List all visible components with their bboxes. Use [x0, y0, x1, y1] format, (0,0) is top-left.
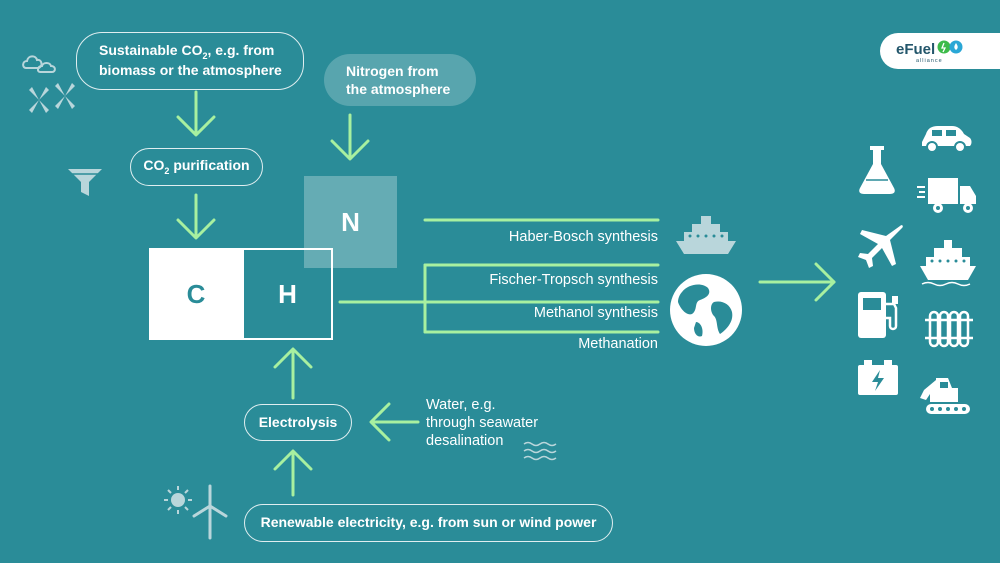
- globe-icon: [670, 274, 742, 346]
- electrolysis-label: Electrolysis: [258, 413, 338, 430]
- wind-turbine-icon: [192, 484, 228, 540]
- battery-icon: [858, 360, 898, 395]
- methanation-label: Methanation: [578, 336, 658, 352]
- co2-source-text-post: , e.g. from: [207, 42, 275, 59]
- water-text: Water, e.g. through seawater desalinatio…: [426, 396, 538, 450]
- radiator-icon: [925, 310, 973, 348]
- ship-icon: [676, 216, 736, 254]
- water-text-line1: Water, e.g.: [426, 397, 496, 413]
- methanol-label: Methanol synthesis: [533, 305, 658, 321]
- excavator-icon: [920, 378, 970, 414]
- truck-icon: [917, 178, 976, 213]
- co2-source-subscript: 2: [202, 51, 208, 62]
- nitrogen-text-line2: the atmosphere: [346, 81, 451, 97]
- haber-bosch-label: Haber-Bosch synthesis: [508, 229, 658, 245]
- logo-sub: alliance: [916, 58, 943, 64]
- fischer-tropsch-label: Fischer-Tropsch synthesis: [489, 272, 658, 288]
- fuel-pump-icon: [858, 292, 898, 338]
- filter-funnel-icon: [68, 169, 102, 196]
- hydrogen-box: H: [242, 248, 333, 340]
- nitrogen-source-pill: Nitrogen from the atmosphere: [324, 54, 476, 106]
- nitrogen-box: N: [304, 176, 397, 268]
- co2-purification-subscript: 2: [164, 165, 170, 176]
- hydrogen-label: H: [278, 278, 297, 309]
- flask-icon: [859, 146, 895, 194]
- co2-purification-pre: CO: [143, 156, 165, 173]
- carbon-box: C: [149, 248, 243, 340]
- co2-source-text-line2: biomass or the atmosphere: [99, 62, 282, 79]
- water-waves-icon: [523, 441, 557, 461]
- logo-drops-icon: [937, 40, 963, 54]
- renewable-electricity-pill: Renewable electricity, e.g. from sun or …: [244, 504, 613, 542]
- renewable-label: Renewable electricity, e.g. from sun or …: [260, 514, 597, 531]
- nitrogen-text-line1: Nitrogen from: [346, 62, 439, 79]
- clouds-icon: [22, 55, 56, 73]
- logo-name: eFuel: [896, 41, 936, 58]
- water-text-line2: through seawater: [426, 415, 539, 432]
- co2-source-pill: Sustainable CO2, e.g. from biomass or th…: [76, 32, 304, 90]
- nitrogen-label: N: [341, 206, 360, 237]
- efuel-alliance-logo: eFuel alliance: [880, 33, 1000, 69]
- electrolysis-pill: Electrolysis: [244, 404, 352, 441]
- car-icon: [922, 126, 972, 153]
- co2-purification-post: purification: [169, 156, 250, 173]
- sun-icon: [164, 486, 192, 514]
- co2-source-text-pre: Sustainable CO: [99, 42, 203, 59]
- co2-purification-pill: CO2 purification: [130, 148, 263, 186]
- water-text-line3: desalination: [426, 433, 504, 450]
- airplane-icon: [858, 225, 903, 268]
- carbon-label: C: [186, 278, 206, 309]
- fan-icon: [29, 83, 75, 113]
- ship-icon: [920, 240, 976, 287]
